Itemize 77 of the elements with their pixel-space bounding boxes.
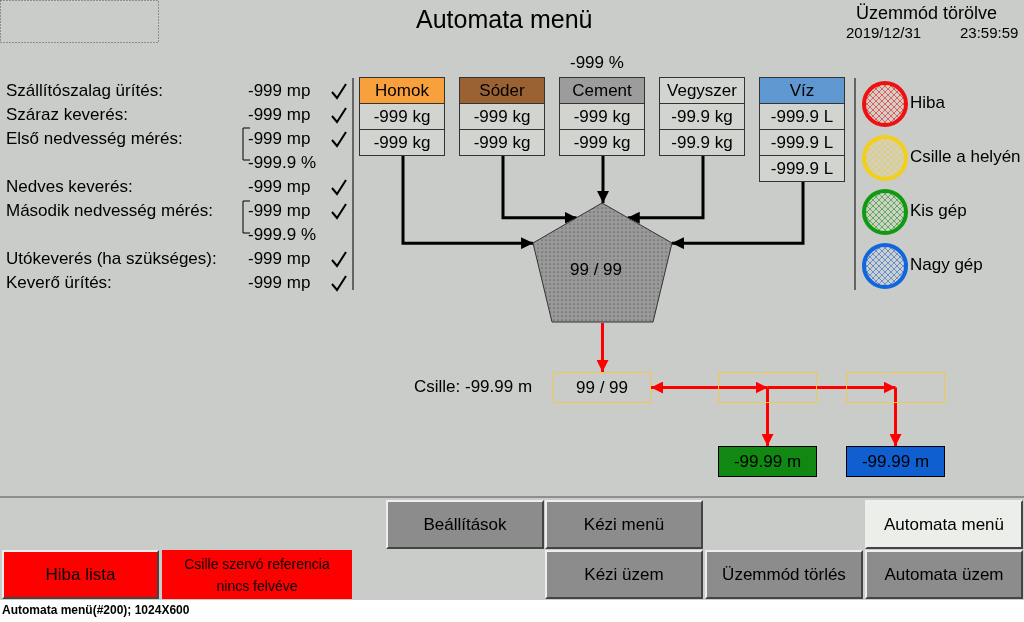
time-value: -999 mp xyxy=(248,129,311,149)
arrow xyxy=(767,381,896,394)
arrow xyxy=(671,182,805,250)
status-text: Automata menü(#200); 1024X600 xyxy=(2,603,190,617)
time-text: 23:59:59 xyxy=(960,24,1019,41)
weight-value: -99.9 kg xyxy=(659,130,745,156)
step-label: Nedves keverés: xyxy=(6,177,133,197)
date-text: 2019/12/31 xyxy=(846,24,922,41)
arrow xyxy=(627,156,705,224)
mode-status: Üzemmód törölve xyxy=(856,3,998,24)
time-value: -999 mp xyxy=(248,201,311,221)
material-panel xyxy=(759,77,845,182)
status-lamp xyxy=(861,188,909,236)
weight-value: -99.9 kg xyxy=(659,104,745,130)
time-value: -999 mp xyxy=(248,177,311,197)
arrow xyxy=(651,381,768,394)
lamp-label: Nagy gép xyxy=(910,255,983,275)
mixer-pentagon xyxy=(532,202,673,323)
menu-button: Hiba lista xyxy=(2,550,159,599)
position-box xyxy=(846,372,945,403)
step-label: Szállítószalag ürítés: xyxy=(6,81,163,101)
menu-button: Csille szervó referencia nincs felvéve xyxy=(162,550,352,599)
time-value: -999 mp xyxy=(248,105,311,125)
weight-value: -999 kg xyxy=(459,104,545,130)
step-label: Második nedvesség mérés: xyxy=(6,201,213,221)
material-header: Homok xyxy=(359,77,445,104)
weight-value: -999 kg xyxy=(459,130,545,156)
menu-button: Beállítások xyxy=(386,500,544,549)
arrow xyxy=(501,156,577,224)
material-panel xyxy=(659,77,745,156)
menu-button: Kézi menü xyxy=(545,500,703,549)
menu-button: Automata menü xyxy=(865,500,1023,549)
percent-value: -999.9 % xyxy=(248,153,317,173)
arrow xyxy=(761,387,774,446)
percent-value: -999 % xyxy=(570,53,624,73)
time-value: -999 mp xyxy=(248,249,311,269)
arrow xyxy=(596,323,609,372)
weight-value: -999.9 L xyxy=(759,130,845,156)
menu-button: Üzemmód törlés xyxy=(705,550,863,599)
step-label: Első nedvesség mérés: xyxy=(6,129,183,149)
weight-value: -999 kg xyxy=(559,104,645,130)
weight-value: -999 kg xyxy=(559,130,645,156)
step-label: Száraz keverés: xyxy=(6,105,128,125)
weight-value: -999.9 L xyxy=(759,156,845,182)
percent-value: -999.9 % xyxy=(248,225,317,245)
step-label: Utókeverés (ha szükséges): xyxy=(6,249,217,269)
material-header: Víz xyxy=(759,77,845,104)
cart-distance: Csille: -99.99 m xyxy=(414,377,533,397)
material-header: Sóder xyxy=(459,77,545,104)
weight-value: -999 kg xyxy=(359,130,445,156)
distance-value: -99.99 m xyxy=(846,446,945,477)
material-panel xyxy=(359,77,445,156)
counter-value: 99 / 99 xyxy=(570,260,622,280)
time-value: -999 mp xyxy=(248,273,311,293)
material-panel xyxy=(459,77,545,156)
status-lamp xyxy=(861,242,909,290)
lamp-label: Csille a helyén xyxy=(910,147,1021,167)
weight-value: -999 kg xyxy=(359,104,445,130)
material-header: Cement xyxy=(559,77,645,104)
status-lamp xyxy=(861,134,909,182)
lamp-label: Hiba xyxy=(910,93,945,113)
step-label: Keverő ürítés: xyxy=(6,273,112,293)
material-panel xyxy=(559,77,645,156)
cart-position-box: 99 / 99 xyxy=(553,372,651,403)
screen-title: Automata menü xyxy=(416,5,593,34)
status-lamp xyxy=(861,80,909,128)
lamp-label: Kis gép xyxy=(910,201,967,221)
position-box xyxy=(718,372,817,403)
time-value: -999 mp xyxy=(248,81,311,101)
arrow xyxy=(401,156,534,250)
menu-button: Kézi üzem xyxy=(545,550,703,599)
arrow xyxy=(889,387,902,446)
arrow xyxy=(597,156,609,203)
material-header: Vegyszer xyxy=(659,77,745,104)
weight-value: -999.9 L xyxy=(759,104,845,130)
menu-button: Automata üzem xyxy=(865,550,1023,599)
distance-value: -99.99 m xyxy=(718,446,817,477)
